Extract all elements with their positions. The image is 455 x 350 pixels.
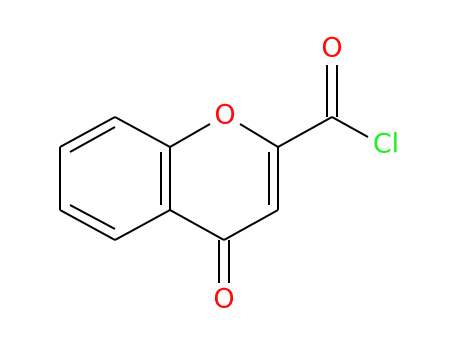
- bond-c8-c8a: [114, 116, 171, 148]
- bond-o1-c2: [239, 123, 279, 148]
- bond-c3-c4: [223, 209, 279, 241]
- ketone-oxygen-label: O: [213, 284, 234, 315]
- bond-c7-c8: [59, 116, 116, 148]
- bond-c4-c4a: [169, 209, 225, 241]
- bond-c8a-o1: [169, 123, 211, 148]
- bond-c5-c6: [59, 209, 116, 241]
- bond-group: [59, 65, 369, 283]
- bond-cacyl-cl: [331, 116, 369, 138]
- bond-c4a-c5: [114, 209, 171, 241]
- bond-c5-c6-inner: [69, 204, 116, 230]
- carbonyl-oxygen-label: O: [321, 33, 342, 64]
- bond-c7-c8-inner: [69, 126, 116, 153]
- bond-c2-cacyl: [277, 116, 333, 148]
- chlorine-label: Cl: [373, 129, 399, 160]
- ring-oxygen-label: O: [214, 100, 235, 131]
